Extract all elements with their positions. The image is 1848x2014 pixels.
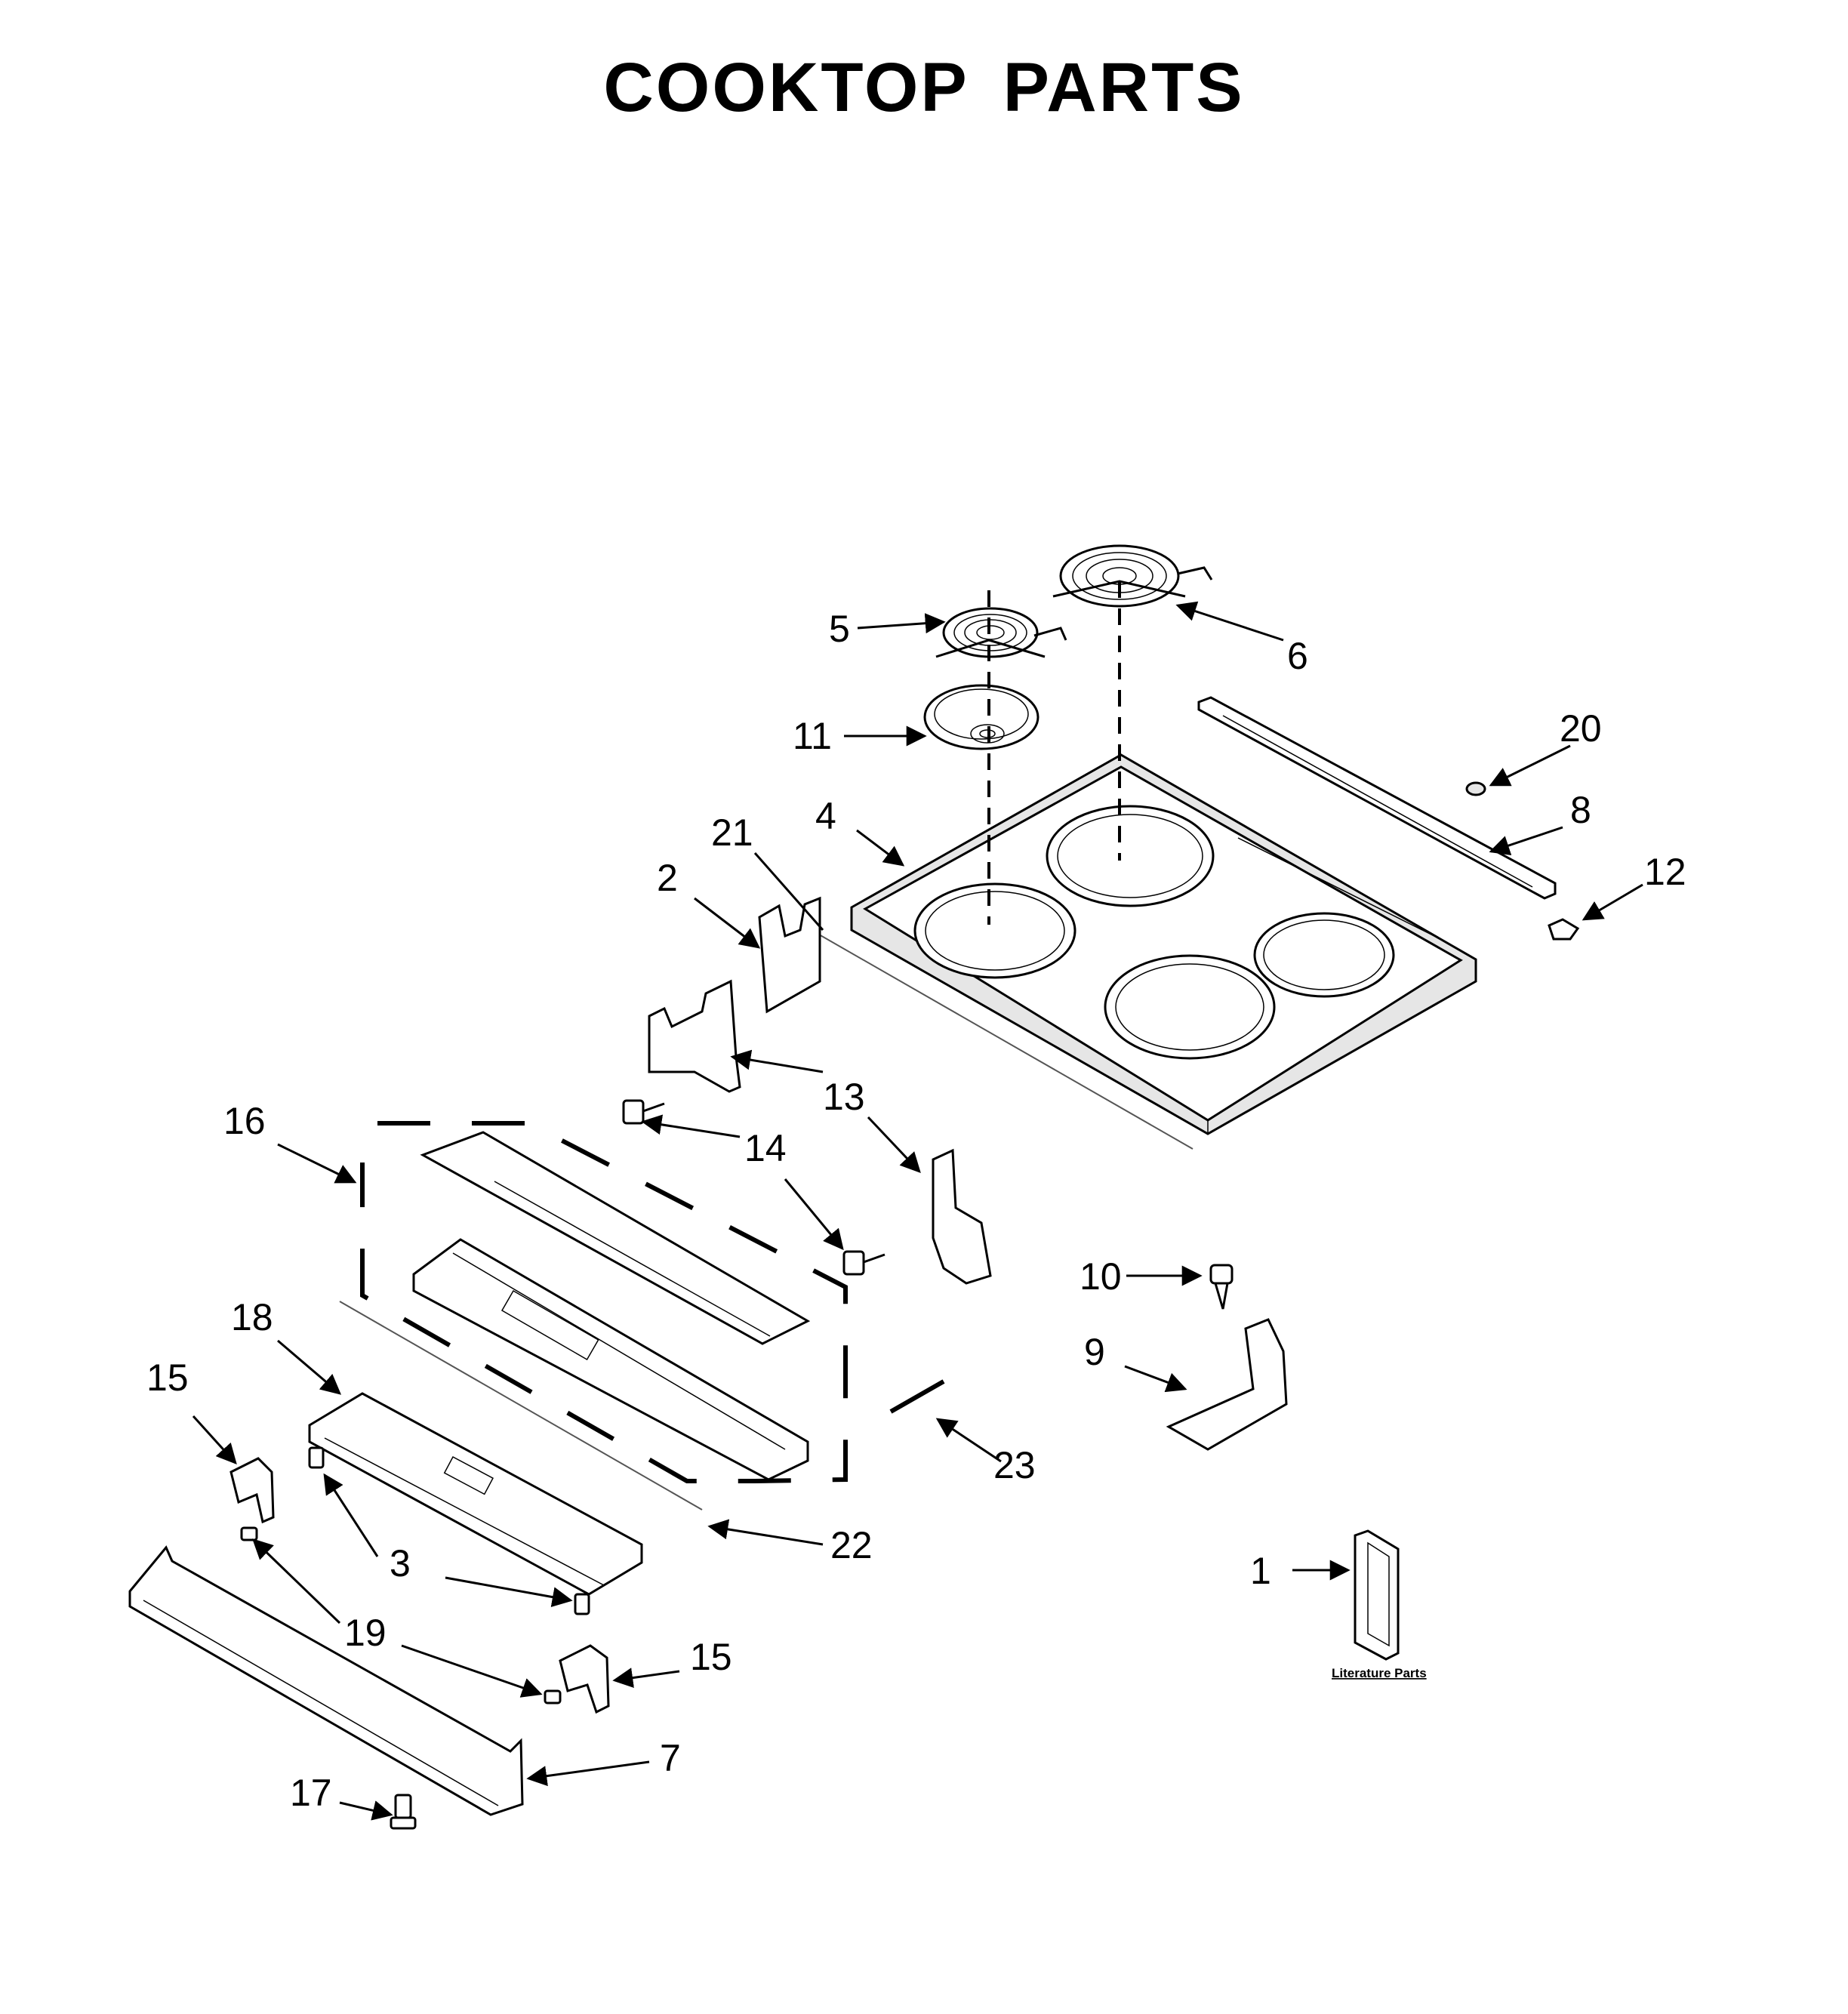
callout-9: 9 [1084,1331,1105,1373]
front-trim-7 [128,1545,524,1816]
screw-19a [240,1526,258,1541]
callout-21: 21 [711,811,753,854]
callout-13: 13 [823,1076,865,1118]
screw-17 [390,1794,417,1830]
surface-element-small [935,607,1067,658]
callout-15b: 15 [690,1636,732,1678]
literature-parts-label: Literature Parts [1332,1666,1427,1680]
callout-14: 14 [744,1127,787,1169]
side-bracket-15b [559,1644,610,1714]
callout-11: 11 [793,715,832,757]
callout-6: 6 [1287,635,1308,677]
screw-14b [842,1250,886,1276]
callout-4: 4 [815,795,836,837]
leader-lines [192,601,1643,1821]
callout-10: 10 [1080,1255,1122,1298]
cooktop-main-top [850,753,1477,1135]
bracket-13-right [932,1148,992,1285]
callout-18: 18 [231,1296,273,1338]
drip-bowl [923,684,1040,750]
bumper-20 [1465,781,1486,796]
control-board [308,1392,643,1596]
callout-7: 7 [660,1737,681,1779]
literature-parts-icon [1354,1529,1400,1661]
control-panel-housing [412,1238,809,1481]
screw-14a [622,1099,665,1125]
cooktop-burner-openings [913,805,1395,1060]
screw-3a [308,1446,325,1469]
callout-23: 23 [993,1444,1036,1486]
callout-15a: 15 [146,1357,189,1399]
control-panel-cover [420,1131,811,1345]
hinge-clip-12 [1548,918,1580,941]
callout-12: 12 [1644,851,1686,893]
part-23-mark [889,1379,945,1414]
screw-3b [574,1593,590,1615]
page-title: COOKTOP PARTS [603,49,1245,126]
callout-5: 5 [829,608,850,650]
callout-8: 8 [1570,789,1591,831]
surface-element-large [1052,544,1213,608]
callout-20: 20 [1560,707,1602,750]
bracket-9 [1166,1318,1288,1451]
callout-16: 16 [223,1100,266,1142]
callout-3: 3 [390,1542,411,1584]
screw-10 [1209,1264,1234,1310]
callout-2: 2 [657,857,678,899]
dashed-assembly-outline [360,1121,848,1483]
callout-17: 17 [290,1772,332,1814]
callout-1: 1 [1250,1550,1271,1592]
callout-22: 22 [830,1524,873,1566]
bracket-2 [758,896,821,1014]
callout-19: 19 [344,1612,387,1654]
bracket-13-left [648,979,741,1093]
side-bracket-15a [229,1457,275,1524]
rear-trim-strip [1197,696,1557,900]
screw-19b [544,1689,562,1705]
